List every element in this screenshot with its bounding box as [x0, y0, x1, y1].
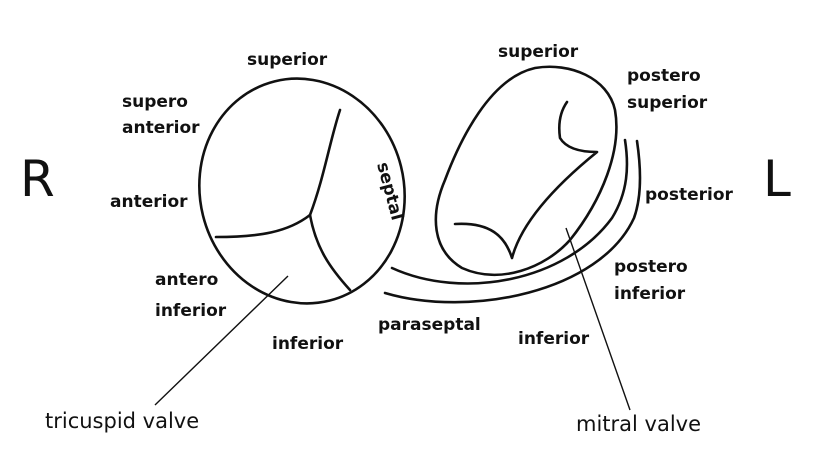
tricuspid-antero-label: antero: [155, 270, 218, 290]
mitral-pointer: [565, 227, 631, 411]
tricuspid-coaptation-inferior: [308, 213, 352, 292]
mitral-postero-label: postero: [627, 66, 701, 86]
mitral-valve-label: mitral valve: [576, 412, 701, 436]
tricuspid-anterior-label: anterior: [110, 192, 188, 212]
tricuspid-annulus: [198, 77, 406, 305]
paraseptal-label: paraseptal: [378, 315, 481, 335]
tricuspid-superior-label: superior: [247, 50, 328, 70]
mitral-posterior-label: posterior: [645, 185, 734, 205]
paraseptal-line-outer: [383, 139, 642, 304]
mitral-superior-label: superior: [498, 42, 579, 62]
left-side-label: L: [763, 150, 791, 208]
tricuspid-valve-label: tricuspid valve: [45, 409, 199, 433]
tricuspid-anterior-label-2: anterior: [122, 118, 200, 138]
mitral-postero-inferior-label: inferior: [614, 284, 686, 304]
mitral-coaptation-line: [453, 100, 599, 260]
tricuspid-coaptation-anterior: [214, 213, 312, 239]
mitral-postero-superior-label: superior: [627, 93, 708, 113]
tricuspid-coaptation-septal: [308, 108, 342, 217]
tricuspid-inferior-label: inferior: [272, 334, 344, 354]
mitral-postero-inf-label: postero: [614, 257, 688, 277]
mitral-annulus: [434, 65, 618, 277]
tricuspid-antero-inferior-label: inferior: [155, 301, 227, 321]
tricuspid-pointer: [154, 275, 289, 406]
tricuspid-supero-label: supero: [122, 92, 188, 112]
right-side-label: R: [20, 150, 55, 208]
paraseptal-line-inner: [390, 138, 629, 285]
mitral-inferior-label: inferior: [518, 329, 590, 349]
